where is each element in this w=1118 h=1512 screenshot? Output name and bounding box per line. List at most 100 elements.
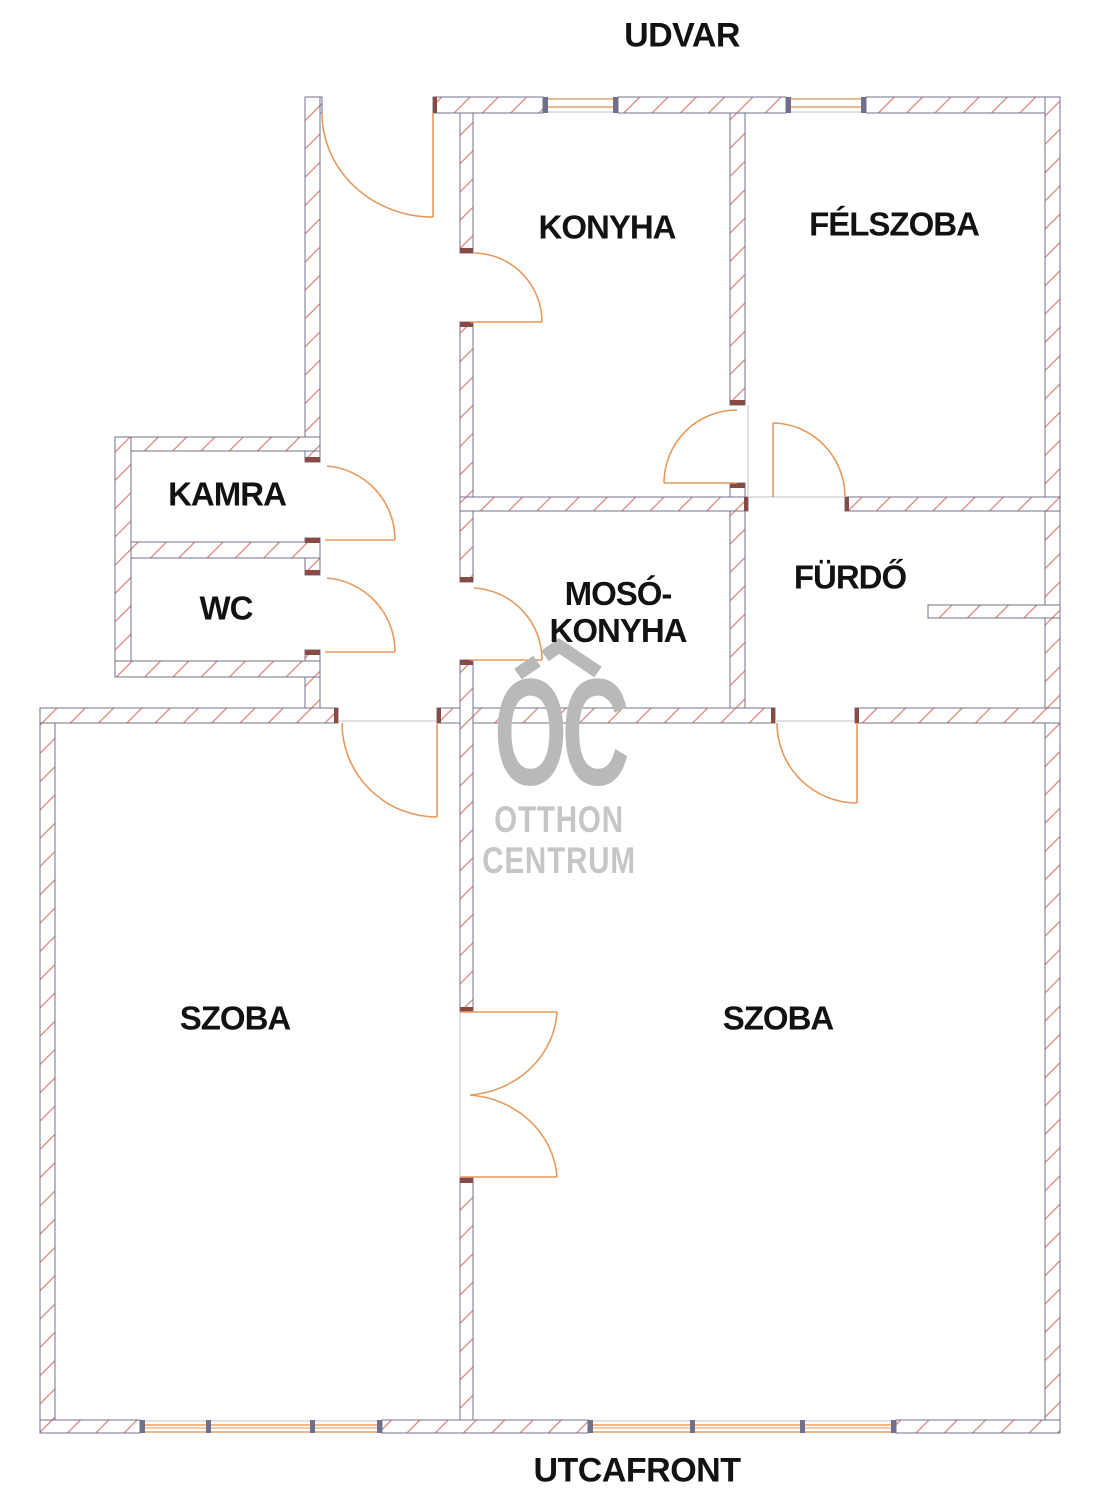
wall-segment: [927, 604, 1061, 619]
room-label-felszoba: FÉLSZOBA: [809, 205, 980, 243]
wall-cap: [334, 708, 338, 723]
window-post: [786, 97, 791, 113]
room-label-wc: WC: [199, 589, 254, 627]
wall-segment: [459, 1177, 474, 1421]
roof-main-piece: [541, 638, 602, 678]
watermark-text-line1: OTTHON: [494, 799, 624, 840]
window-felszoba: [786, 97, 866, 113]
wall-segment: [844, 496, 1061, 512]
door-wc: [325, 577, 396, 653]
door-konyha: [470, 252, 543, 323]
wall-segment: [865, 96, 1061, 114]
wall-cap: [305, 538, 320, 543]
wall-segment: [459, 112, 474, 254]
door-double-szoba: [460, 1011, 558, 1178]
wall-segment: [114, 436, 132, 678]
wall-caps: [305, 97, 859, 1183]
door-swing-arc: [469, 1094, 558, 1178]
roof-left-piece: [514, 655, 541, 680]
window-post: [588, 1420, 593, 1433]
wall-segment: [854, 707, 1061, 724]
window-szoba-left: [140, 1420, 382, 1433]
wall-cap: [771, 708, 775, 723]
wall-segment: [1044, 96, 1061, 1434]
wall-cap: [305, 650, 320, 655]
doors: [321, 112, 858, 1178]
window-konyha: [543, 97, 618, 113]
door-swing-arc: [473, 252, 543, 323]
wall-cap: [460, 1007, 473, 1012]
window-frame: [543, 98, 618, 108]
room-label-szoba-left: SZOBA: [179, 999, 291, 1037]
wall-segment: [459, 321, 474, 498]
windows: [140, 97, 896, 1433]
outside-label-udvar: UDVAR: [624, 16, 740, 55]
room-label-furdo: FÜRDŐ: [793, 558, 907, 596]
door-swing-arc: [326, 465, 396, 541]
window-post: [800, 1420, 805, 1433]
wall-segment: [617, 96, 787, 114]
wall-segment: [729, 112, 746, 406]
window-post: [690, 1420, 695, 1433]
wall-segment: [39, 707, 339, 724]
wall-segment: [459, 510, 474, 583]
watermark-text-line2: CENTRUM: [482, 840, 636, 881]
wall-cap: [744, 497, 748, 511]
wall-segment: [381, 1419, 589, 1434]
wall-cap: [460, 577, 473, 582]
wall-segment: [39, 1419, 141, 1434]
wall-cap: [460, 248, 473, 253]
door-szoba-left: [341, 722, 438, 818]
door-furdo-upper: [772, 422, 846, 498]
door-swing-arc: [326, 577, 396, 653]
wall-cap: [855, 708, 859, 723]
wall-cap: [305, 570, 320, 575]
door-swing-arc: [473, 587, 543, 661]
window-frame: [786, 98, 866, 108]
wall-segment: [895, 1419, 1061, 1434]
wall-cap: [460, 322, 473, 327]
door-swing-arc: [341, 722, 438, 818]
room-label-mosokonyha-line1: MOSÓ-: [564, 575, 673, 612]
door-swing-arc: [776, 722, 858, 804]
window-post: [140, 1420, 145, 1433]
window-post: [206, 1420, 211, 1433]
room-label-mosokonyha-line2: KONYHA: [549, 612, 687, 649]
room-label-konyha: KONYHA: [538, 208, 676, 246]
door-kamra: [325, 465, 396, 541]
window-post: [377, 1420, 382, 1433]
wall-segment: [432, 96, 544, 114]
door-swing-arc: [772, 422, 846, 498]
window-post: [310, 1420, 315, 1433]
wall-segment: [729, 482, 746, 724]
room-boundary-lines: [338, 405, 855, 1177]
room-label-mosokonyha: MOSÓ- KONYHA: [549, 575, 687, 649]
room-label-szoba-right: SZOBA: [722, 999, 834, 1037]
wall-segment: [130, 541, 321, 559]
wall-segment: [459, 496, 749, 512]
wall-cap: [730, 400, 745, 405]
door-entrance: [321, 112, 434, 218]
window-post: [613, 97, 618, 113]
door-swing-arc: [663, 409, 738, 484]
wall-cap: [730, 483, 745, 488]
wall-cap: [460, 1178, 473, 1183]
door-swing-arc: [469, 1011, 558, 1096]
wall-cap: [305, 457, 320, 462]
window-post: [861, 97, 866, 113]
wall-segment: [39, 707, 56, 1434]
wall-cap: [433, 97, 437, 113]
window-post: [891, 1420, 896, 1433]
window-szoba-right: [588, 1420, 896, 1433]
window-post: [543, 97, 548, 113]
house-roof-icon: [514, 638, 602, 680]
wall-segment: [114, 660, 321, 678]
wall-cap: [460, 660, 473, 665]
door-swing-arc: [321, 112, 434, 218]
door-felszoba-lobby: [663, 409, 738, 484]
wall-segment: [459, 659, 474, 1013]
wall-cap: [845, 497, 849, 511]
wall-cap: [437, 708, 441, 723]
